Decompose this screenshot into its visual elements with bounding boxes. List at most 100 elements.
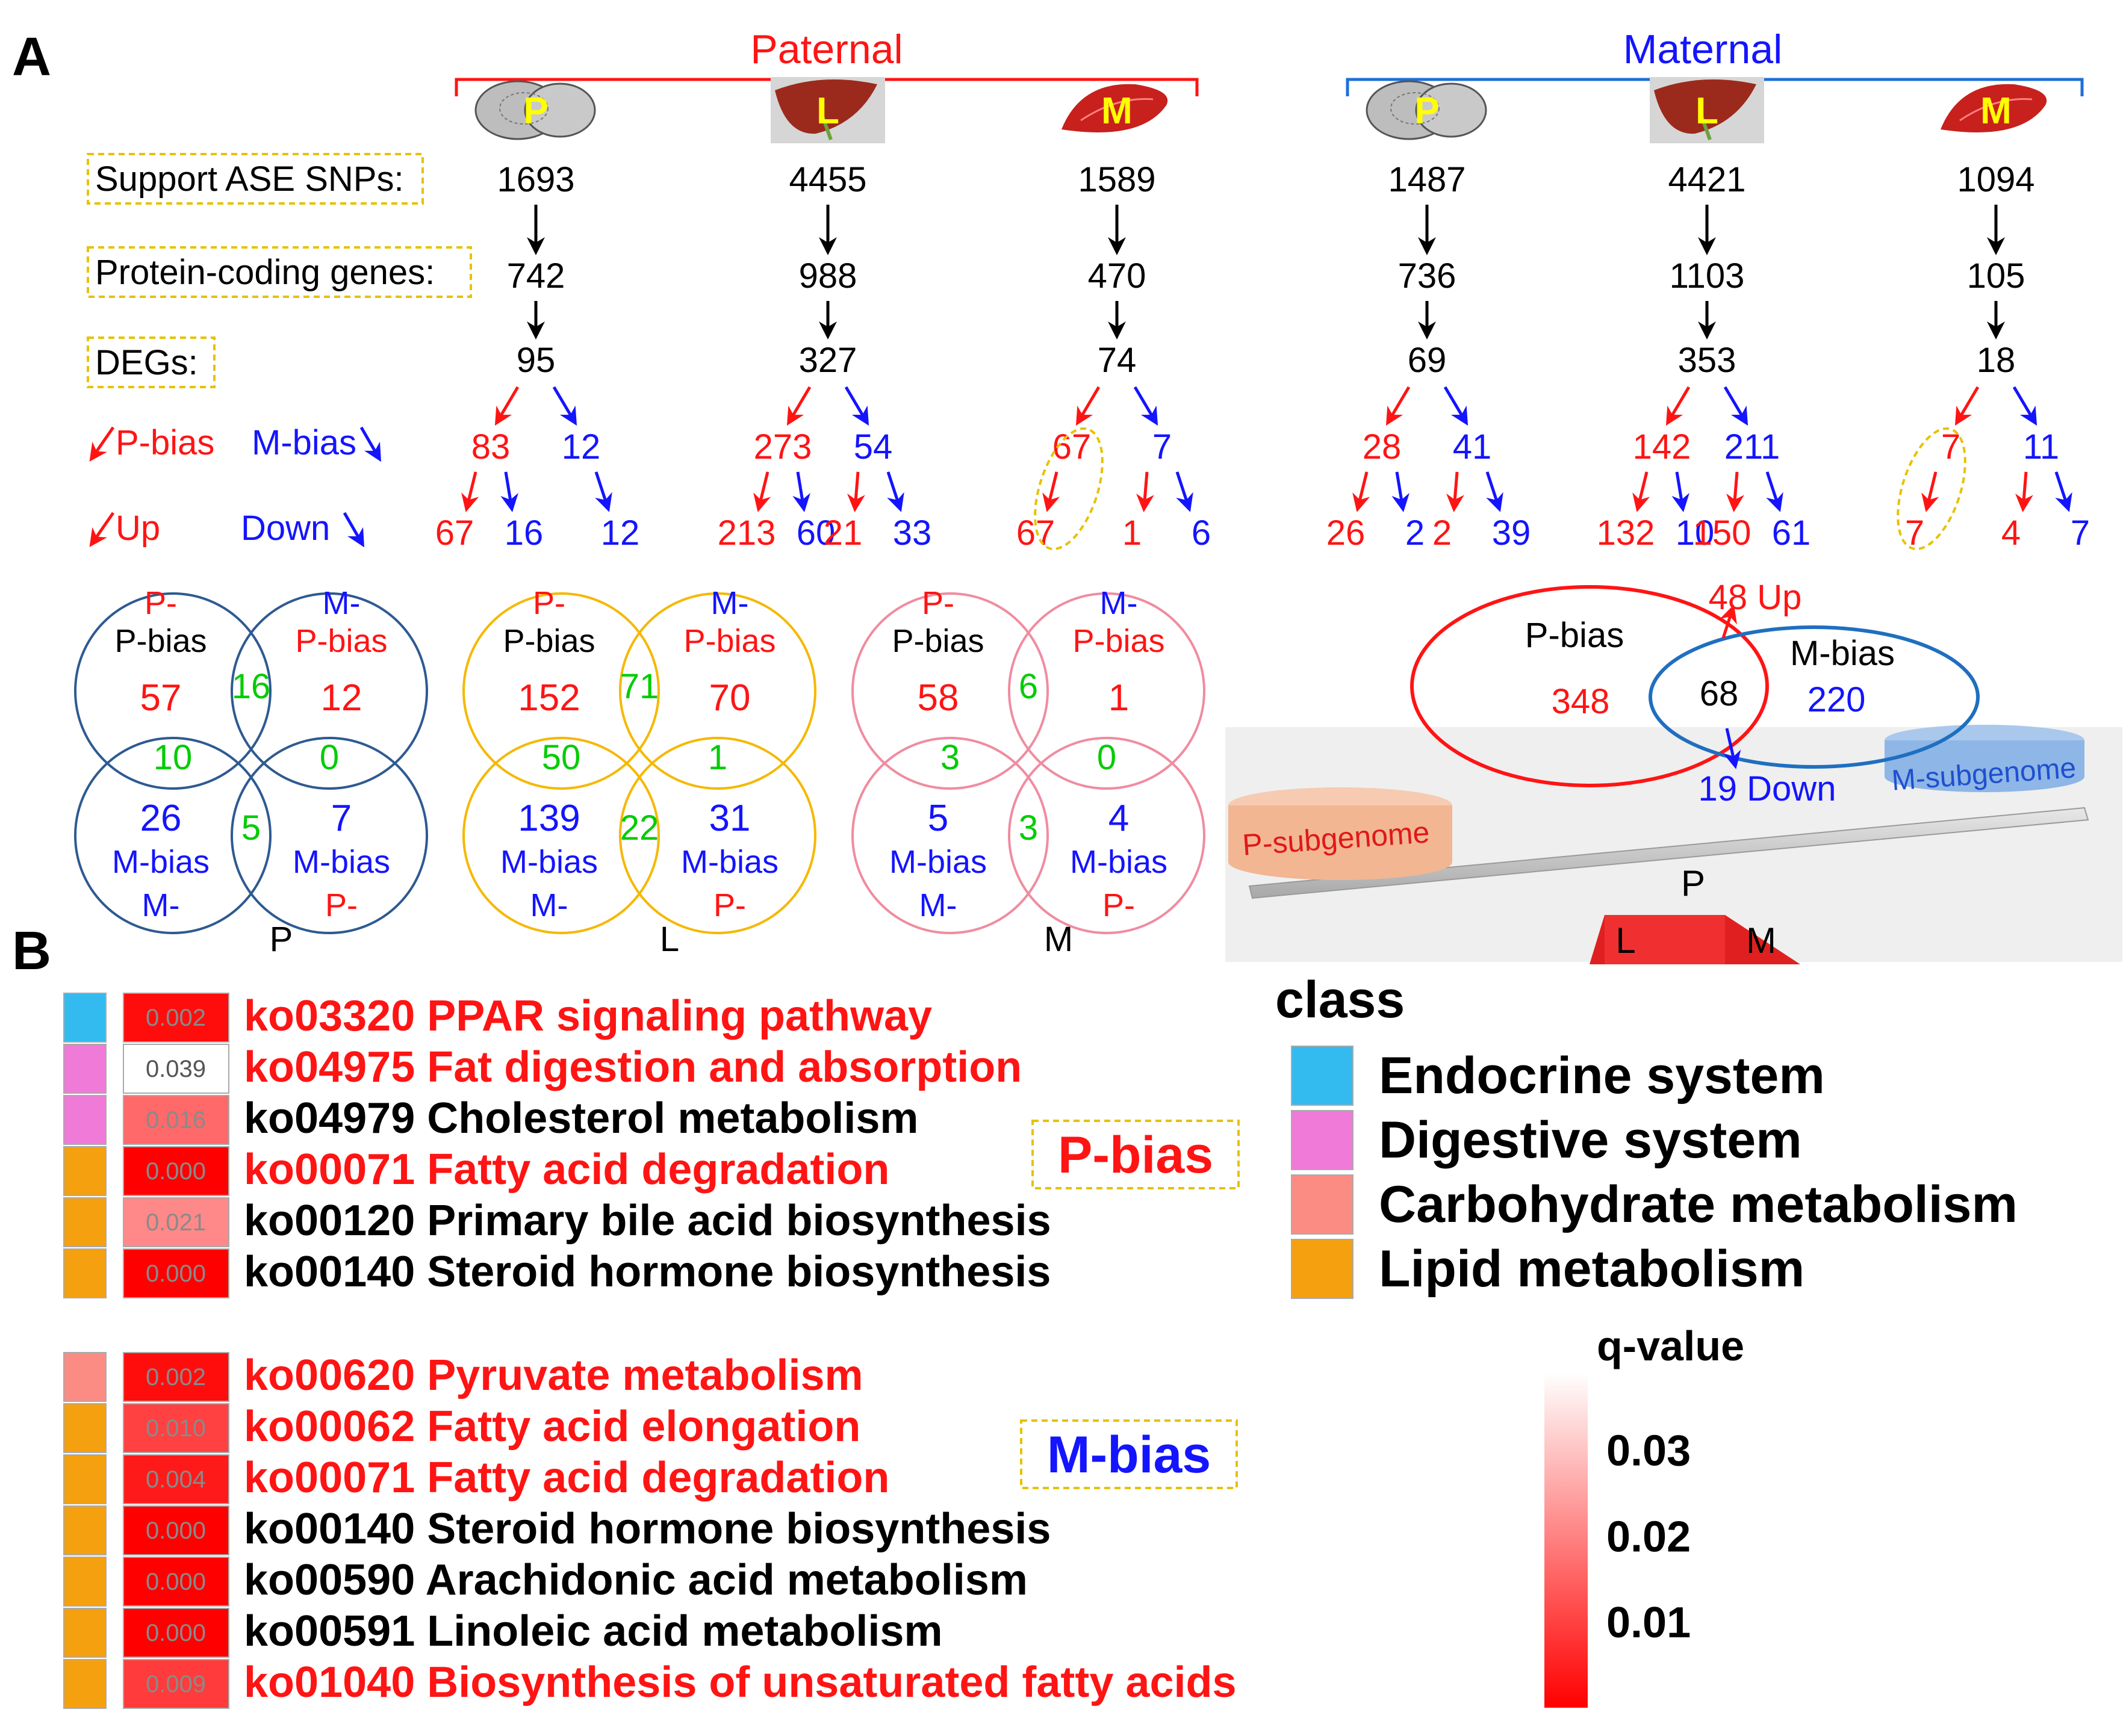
- pituitary-texture: [1390, 92, 1440, 125]
- class-swatch: [63, 1608, 107, 1658]
- q-value-cell: [123, 1095, 229, 1145]
- venn-br-bias: M-bias: [1070, 844, 1167, 880]
- venn-bl-value: 139: [518, 798, 580, 839]
- venn-circle: [462, 592, 660, 790]
- flow-arrow: [1632, 471, 1650, 512]
- tissue-letter: P: [523, 90, 548, 132]
- q-value-cell: [123, 1659, 229, 1709]
- p-weight-body: [1228, 805, 1452, 880]
- row-label-snps: Support ASE SNPs:: [95, 160, 404, 199]
- flow-arrow: [1042, 471, 1060, 512]
- venn-bl-suffix: M-: [919, 887, 957, 923]
- m-up-count: 1: [1122, 513, 1142, 553]
- venn-circle: [231, 592, 428, 790]
- q-value-text: 0.016: [146, 1107, 206, 1133]
- venn-br-value: 7: [331, 798, 352, 839]
- m-up-count: 4: [2001, 513, 2021, 553]
- muscle-fiber: [1080, 98, 1154, 122]
- p-bias-count: 273: [754, 427, 812, 467]
- class-legend-label: Endocrine system: [1379, 1047, 1825, 1105]
- venn-right-value: 0: [1097, 738, 1116, 777]
- q-value-cell: [123, 1248, 229, 1298]
- m-bias-group-box: [1020, 1419, 1238, 1489]
- tissue-letter: P: [1414, 90, 1439, 132]
- venn-tr-bias: P-bias: [683, 623, 775, 659]
- q-value-text: 0.039: [146, 1056, 206, 1082]
- pathway-term: ko03320 PPAR signaling pathway: [244, 992, 932, 1040]
- muscle-icon: [1061, 84, 1168, 132]
- venn-diagrams: P-P-bias57M-P-bias1226M-biasM-7M-biasP-1…: [74, 585, 1205, 959]
- venn-tr-prefix: M-: [323, 585, 361, 621]
- flow-arrow: [1446, 471, 1464, 512]
- venn-bl-value: 26: [140, 798, 182, 839]
- legend-p-bias: P-bias: [116, 423, 214, 462]
- m-bias-count: 11: [2023, 427, 2059, 467]
- venn-tl-value: 152: [518, 677, 580, 719]
- venn-circle: [462, 737, 660, 934]
- venn-tr-bias: P-bias: [1072, 623, 1164, 659]
- liver-shape: [1654, 79, 1756, 134]
- snp-count: 1487: [1388, 160, 1466, 199]
- muscle-maternal-highlight: [1897, 427, 1966, 551]
- class-swatch: [63, 1095, 107, 1145]
- pathway-term: ko04979 Cholesterol metabolism: [244, 1094, 918, 1142]
- flow-arrow: [2012, 386, 2037, 426]
- pituitary-lobe: [524, 82, 596, 138]
- balance-diagram: P L M P-subgenome M-subgenome P-bias 348…: [1225, 578, 2122, 964]
- venn-tl-value: 57: [140, 677, 182, 719]
- m-down-count: 61: [1772, 513, 1811, 553]
- gene-count: 1103: [1670, 256, 1745, 296]
- flow-arrow: [1723, 386, 1748, 426]
- venn-tr-value: 70: [709, 677, 751, 719]
- class-swatch: [63, 1659, 107, 1709]
- venn-top-value: 71: [620, 667, 659, 706]
- m-bias-count: 7: [1152, 427, 1172, 467]
- muscle-shape: [1941, 84, 2047, 132]
- q-value-text: 0.004: [146, 1466, 206, 1493]
- up-legend-arrow: [89, 512, 115, 547]
- flow-arrow: [844, 386, 869, 426]
- venn-tl-prefix: P-: [533, 585, 565, 621]
- venn-P: P-P-bias57M-P-bias1226M-biasM-7M-biasP-1…: [74, 585, 428, 959]
- venn-br-bias: M-bias: [681, 844, 779, 880]
- fulcrum-l: L: [1615, 920, 1635, 961]
- p-bias-count: 28: [1363, 427, 1402, 467]
- colorbar-tick-label: 0.02: [1606, 1513, 1691, 1561]
- colorbar-ticks: 0.030.020.01: [1606, 1427, 1691, 1648]
- flow-arrow: [1133, 386, 1158, 426]
- class-legend-label: Lipid metabolism: [1379, 1240, 1804, 1298]
- venn-tl-value: 58: [918, 677, 959, 719]
- q-value-text: 0.000: [146, 1260, 206, 1287]
- venn-tr-bias: P-bias: [295, 623, 387, 659]
- m-up-count: 150: [1693, 513, 1751, 553]
- panel-b-label: B: [12, 921, 51, 981]
- snp-count: 1094: [1957, 160, 2034, 199]
- q-value-cell: [123, 1454, 229, 1504]
- flow-arrow: [2015, 471, 2033, 512]
- venn-tissue-label: L: [660, 920, 679, 959]
- class-swatch: [63, 1403, 107, 1453]
- p-down-count: 10: [1676, 513, 1715, 553]
- m-bias-count: 12: [562, 427, 601, 467]
- p-down-count: 16: [505, 513, 544, 553]
- pathway-term: ko00591 Linoleic acid metabolism: [244, 1607, 942, 1655]
- flow-arrow: [1391, 471, 1410, 512]
- m-bias-count: 41: [1453, 427, 1492, 467]
- maternal-title: Maternal: [1623, 26, 1783, 72]
- class-swatch: [63, 1248, 107, 1298]
- balance-m-bias-label: M-bias: [1790, 634, 1895, 673]
- venn-bottom-value: 22: [620, 808, 659, 848]
- venn-circle: [619, 737, 816, 934]
- venn-tr-value: 1: [1108, 677, 1129, 719]
- venn-tissue-label: P: [270, 920, 293, 959]
- q-value-text: 0.000: [146, 1517, 206, 1544]
- q-value-text: 0.009: [146, 1671, 206, 1697]
- m-down-count: 7: [2071, 513, 2090, 553]
- venn-bl-bias: M-bias: [500, 844, 598, 880]
- venn-bottom-value: 3: [1019, 808, 1038, 848]
- deg-count: 95: [517, 341, 556, 380]
- balance-up-arrow: [1720, 604, 1737, 639]
- pathway-term: ko00062 Fatty acid elongation: [244, 1403, 860, 1451]
